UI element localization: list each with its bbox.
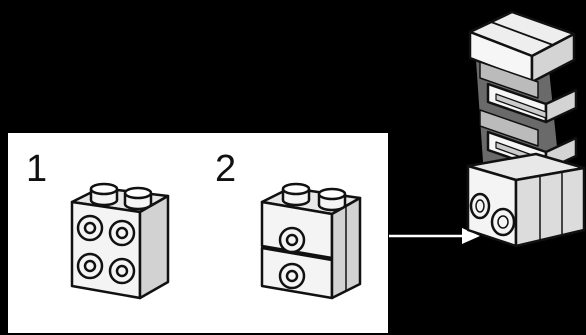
brick-2x2-side-studs: [70, 182, 170, 300]
top-stud: [89, 182, 119, 207]
top-stud: [281, 182, 311, 207]
side-stud: [469, 192, 491, 220]
side-stud: [108, 257, 136, 285]
side-stud: [490, 207, 516, 237]
side-stud: [108, 219, 136, 247]
top-stud: [317, 187, 347, 212]
arrow-right-icon: [389, 228, 480, 244]
side-stud: [76, 252, 104, 280]
top-stud: [123, 186, 153, 211]
brick-2x2-side-studs-stacked: [260, 182, 362, 300]
side-stud: [76, 214, 104, 242]
step-number-2: 2: [215, 148, 237, 190]
side-stud: [278, 226, 306, 254]
assembled-tower-model: [466, 10, 586, 248]
step-number-1: 1: [26, 148, 48, 190]
side-stud: [278, 262, 306, 290]
